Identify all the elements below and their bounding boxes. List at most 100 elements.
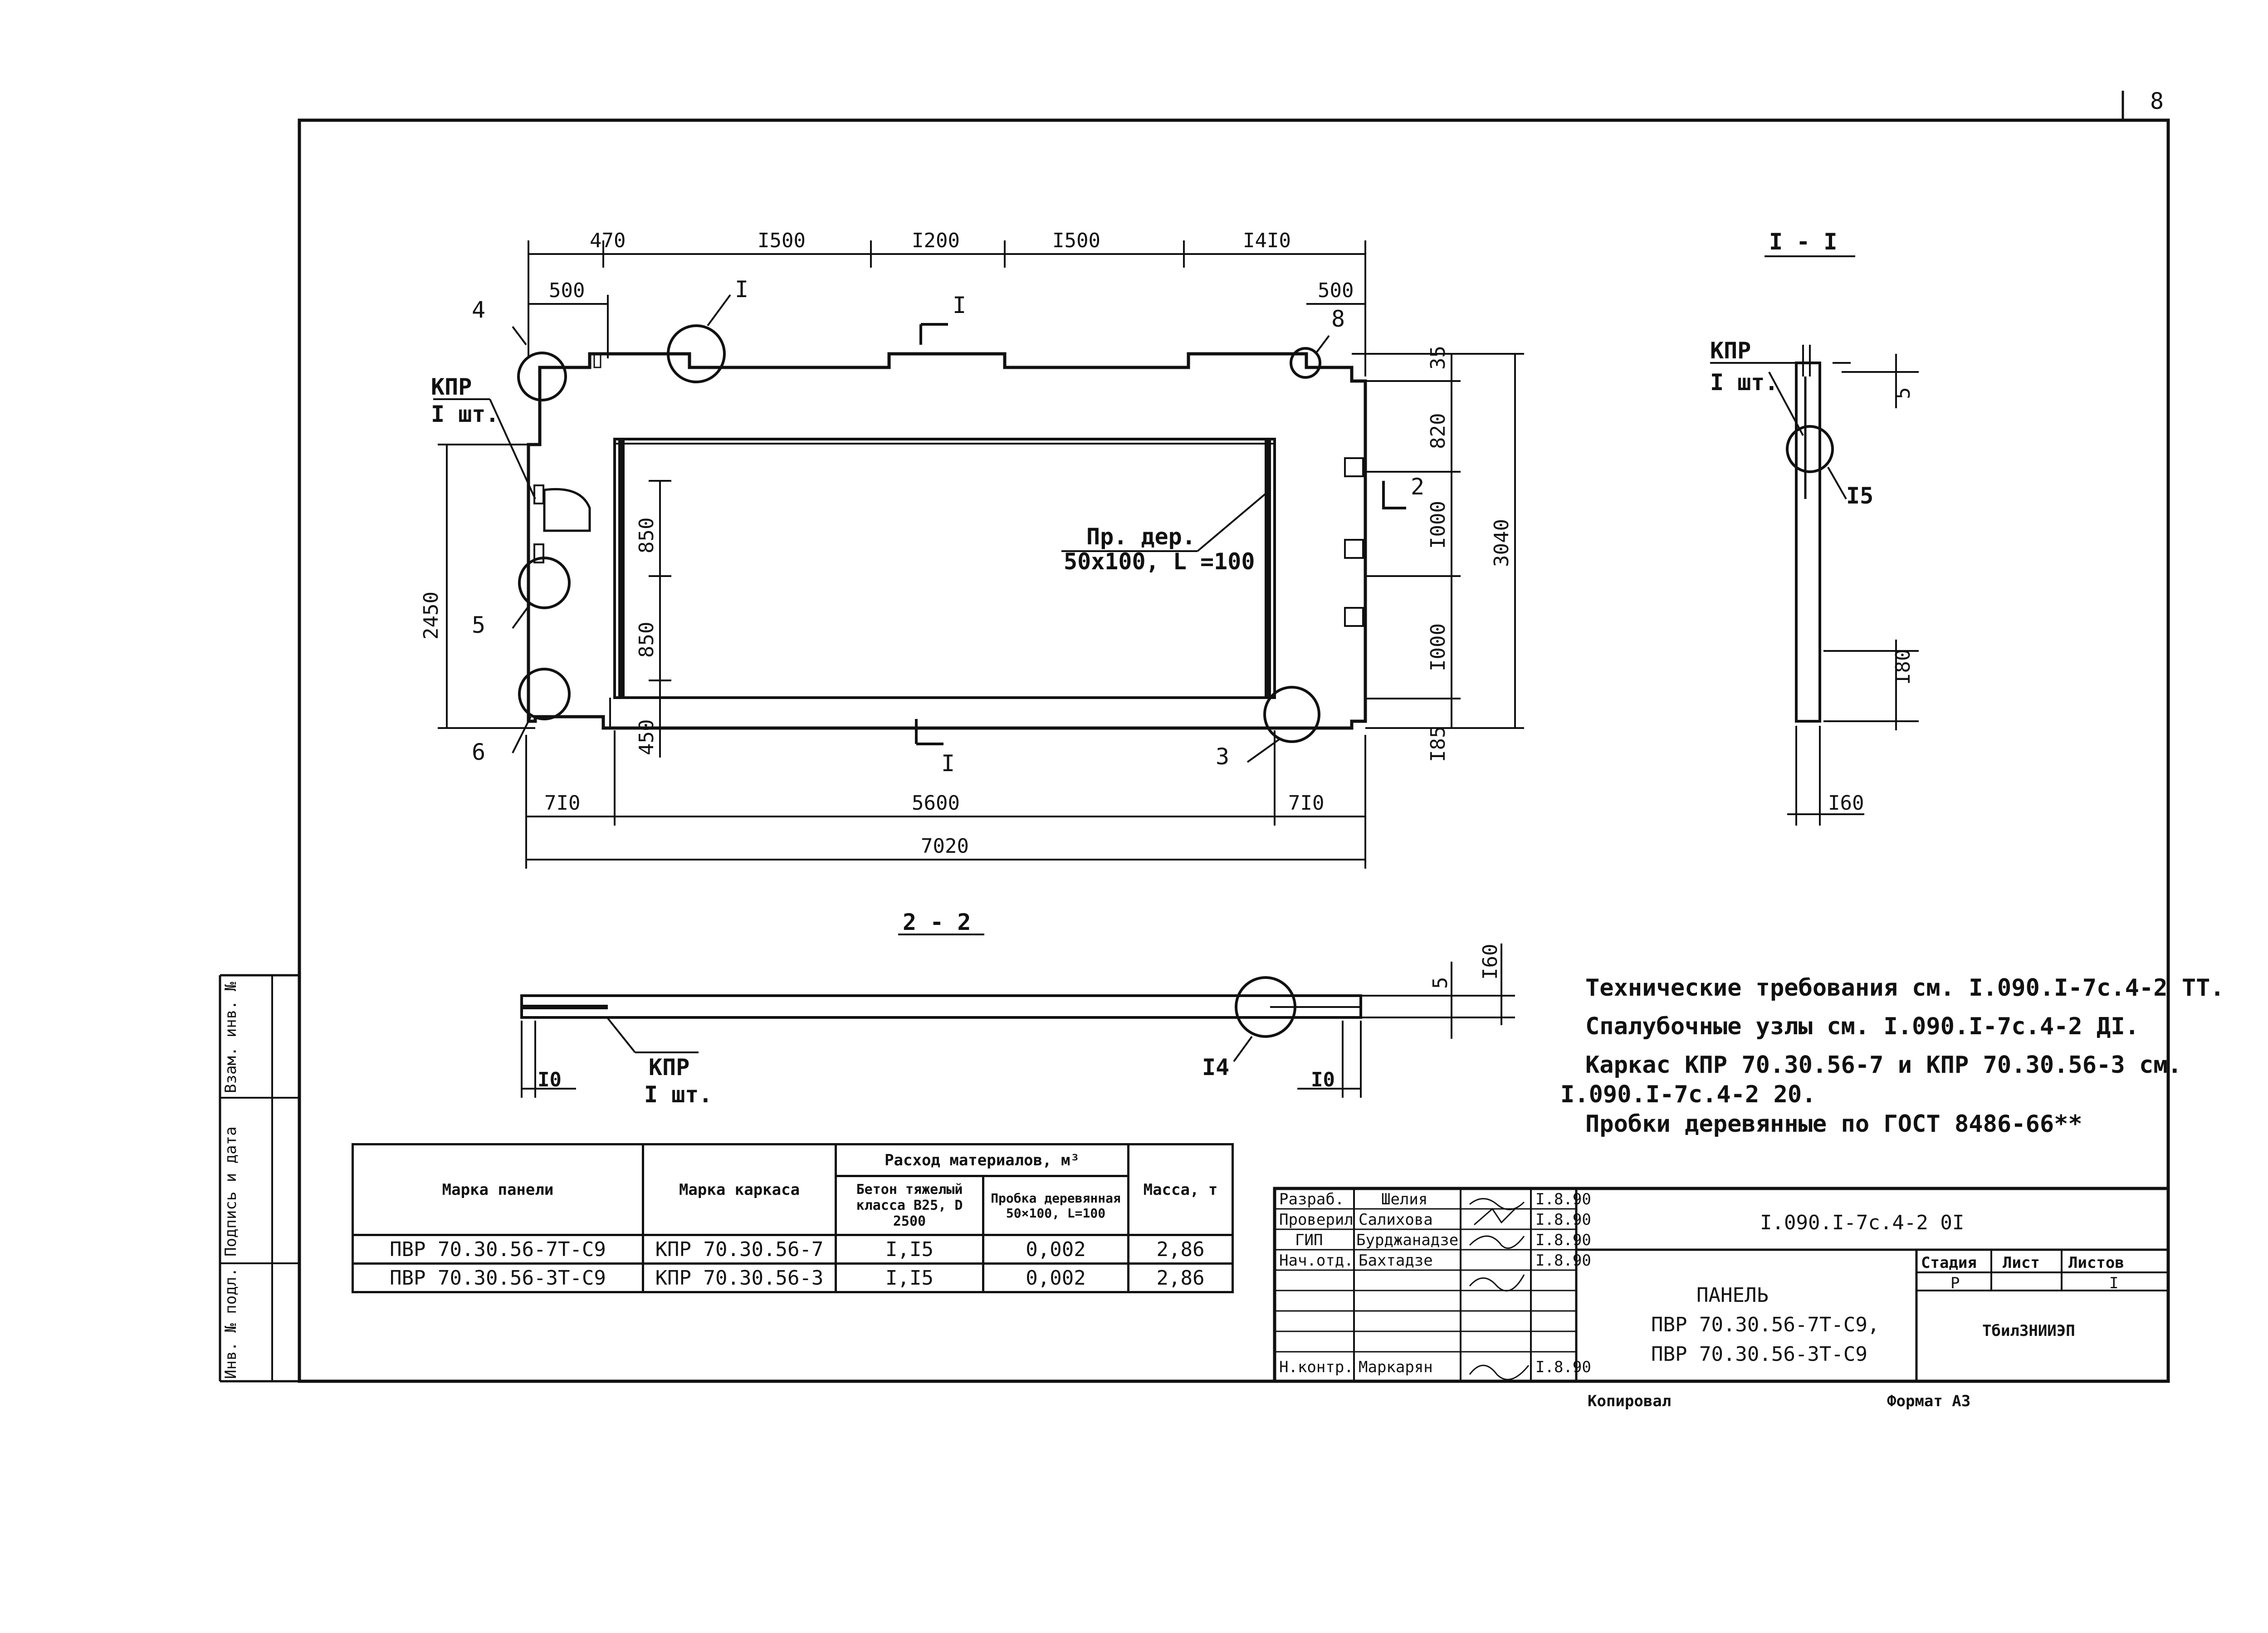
dim-right-5: I85 (1427, 726, 1450, 762)
tb-sheets-label: Листов (2068, 1254, 2124, 1272)
section-2-kpr: КПР (649, 1054, 689, 1081)
section-2-dim-v2: I60 (1479, 944, 1502, 980)
tb-role-3: ГИП (1295, 1231, 1323, 1249)
header-panel: Марка панели (352, 1143, 644, 1236)
cell-panel: ПВР 70.30.56-7Т-С9 (352, 1234, 644, 1265)
tb-date-4: I.8.90 (1535, 1252, 1591, 1270)
tb-name-line-2: ПВР 70.30.56-7Т-С9, (1651, 1313, 1879, 1336)
tb-doc-code: I.090.I-7с.4-2 0I (1760, 1211, 1964, 1234)
dim-right-1: 35 (1427, 346, 1450, 370)
dim-inner-2: 850 (635, 622, 658, 658)
cell-mass: 2,86 (1127, 1262, 1234, 1293)
cell-concrete: I,I5 (835, 1262, 984, 1293)
note-1: Технические требования см. I.090.I-7с.4-… (1585, 974, 2224, 1002)
dim-lines-right (1352, 353, 1524, 729)
note-2: Спалубочные узлы см. I.090.I-7с.4-2 ДI. (1585, 1013, 2139, 1040)
note-3: Каркас КПР 70.30.56-7 и КПР 70.30.56-3 с… (1585, 1051, 2182, 1079)
dim-inner-3: 450 (635, 719, 658, 755)
tb-name-2: Салихова (1359, 1211, 1433, 1229)
dim-top-4: I500 (1052, 229, 1100, 252)
tb-name-4: Бахтадзе (1359, 1252, 1433, 1270)
dim-lines-inner (649, 480, 671, 758)
dim-top-3: I200 (912, 229, 960, 252)
callout-3: 3 (1216, 743, 1229, 770)
dim-right-2: 820 (1427, 413, 1450, 449)
dim-top-5: I4I0 (1243, 229, 1291, 252)
section-1-dim-bottom: I80 (1892, 649, 1915, 685)
cell-mass: 2,86 (1127, 1234, 1234, 1265)
cell-panel: ПВР 70.30.56-3Т-С9 (352, 1262, 644, 1293)
section-1-title: I - I (1769, 229, 1838, 255)
header-consumption: Расход материалов, м³ (835, 1143, 1129, 1177)
plug-label-2: 50х100, L =100 (1064, 548, 1255, 575)
tb-name-1: Шелия (1381, 1190, 1427, 1208)
header-concrete: Бетон тяжелый класса В25, D 2500 (835, 1175, 984, 1236)
section-2-dim-v1: 5 (1429, 977, 1452, 989)
table-row: ПВР 70.30.56-3Т-С9 КПР 70.30.56-3 I,I5 0… (352, 1262, 1234, 1293)
plug-label-1: Пр. дер. (1086, 523, 1196, 550)
section-1-profile (1710, 345, 1919, 826)
callout-circle-5 (518, 557, 571, 609)
cell-frame: КПР 70.30.56-3 (642, 1262, 837, 1293)
sheet-frame (219, 91, 2170, 1383)
callout-6: 6 (472, 739, 485, 765)
header-mass: Масса, т (1127, 1143, 1234, 1236)
cell-plug: 0,002 (982, 1262, 1129, 1293)
dim-bottom-1: 7I0 (544, 792, 580, 815)
callout-1: I (735, 276, 748, 303)
dim-inner-1: 850 (635, 518, 658, 553)
tb-name-3: Бурджанадзе (1356, 1231, 1458, 1249)
side-stamp-inv: Инв. № подл. (222, 1267, 240, 1379)
footer-copied: Копировал (1588, 1392, 1671, 1410)
dim-right-total: 3040 (1490, 519, 1513, 567)
callout-5: 5 (472, 612, 485, 638)
header-frame: Марка каркаса (642, 1143, 837, 1236)
callout-circle-4 (517, 352, 567, 401)
kpr-count: I шт. (431, 401, 499, 427)
callout-circle-1 (667, 324, 726, 383)
tb-role-1: Разраб. (1279, 1190, 1344, 1208)
callout-4: 4 (472, 297, 485, 323)
tb-date-3: I.8.90 (1535, 1231, 1591, 1249)
tb-name-line-1: ПАНЕЛЬ (1696, 1284, 1769, 1307)
callout-8: 8 (1331, 306, 1345, 332)
dim-left: 2450 (420, 592, 443, 640)
callout-circle-3 (1263, 686, 1320, 743)
panel-outline (527, 352, 1367, 730)
side-stamp-sign: Подпись и дата (222, 1126, 240, 1257)
section-2-kpr-count: I шт. (644, 1081, 713, 1108)
dim-top-2: I500 (758, 229, 806, 252)
dim-bottom-2: 5600 (912, 792, 960, 815)
section-1-width: I60 (1828, 792, 1864, 815)
tb-role-4: Нач.отд. (1279, 1252, 1354, 1270)
section-2-callout: I4 (1202, 1054, 1229, 1081)
dim-top-small-right: 500 (1318, 279, 1354, 302)
section-2-dim-left: I0 (538, 1068, 562, 1091)
section-1-callout: I5 (1846, 483, 1873, 509)
dim-top-small-left: 500 (549, 279, 585, 302)
note-5: Пробки деревянные по ГОСТ 8486-66** (1585, 1110, 2082, 1138)
section-2-dim-right: I0 (1311, 1068, 1335, 1091)
plan-callouts (512, 294, 1330, 763)
cell-plug: 0,002 (982, 1234, 1129, 1265)
side-stamp-replace: Взам. инв. № (222, 982, 240, 1093)
section-mark-2: 2 (1411, 474, 1424, 500)
page-number: 8 (2150, 88, 2164, 114)
tb-name-5: Маркарян (1359, 1358, 1433, 1376)
tb-role-2: Проверил (1279, 1211, 1354, 1229)
tb-org: ТбилЗНИИЭП (1982, 1322, 2075, 1340)
table-row: ПВР 70.30.56-7Т-С9 КПР 70.30.56-7 I,I5 0… (352, 1234, 1234, 1265)
cell-concrete: I,I5 (835, 1234, 984, 1265)
section-1-kpr-count: I шт. (1710, 369, 1779, 396)
dim-right-4: I000 (1427, 623, 1450, 671)
dim-lines-left (438, 444, 535, 729)
cell-frame: КПР 70.30.56-7 (642, 1234, 837, 1265)
tb-stage-label: Стадия (1921, 1254, 1977, 1272)
section-1-kpr: КПР (1710, 337, 1751, 364)
callout-circle-6 (518, 668, 571, 720)
tb-name-line-3: ПВР 70.30.56-3Т-С9 (1651, 1343, 1867, 1366)
panel-plan (527, 352, 1367, 730)
section-2-profile (520, 944, 1515, 1098)
tb-stage: Р (1950, 1274, 1960, 1292)
section-mark-top: I (953, 292, 966, 318)
